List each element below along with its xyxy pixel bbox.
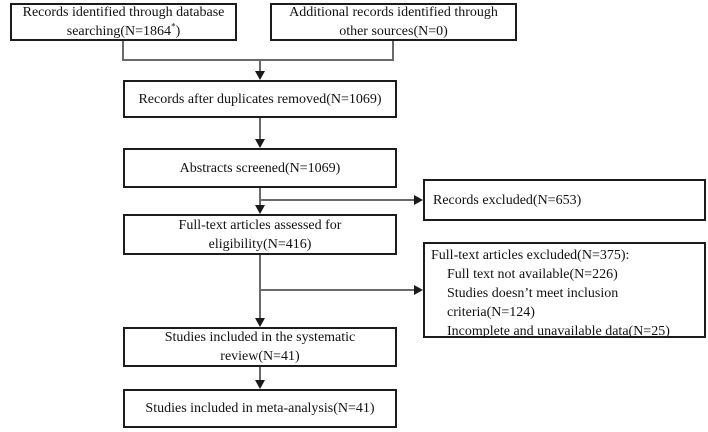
exclusion-reason: Full text not available(N=226) <box>447 267 618 282</box>
arrowhead-to-systematic-review <box>255 318 265 327</box>
box-text-line: Records after duplicates removed(N=1069) <box>138 91 382 107</box>
box-systematic-review-included: Studies included in the systematic revie… <box>123 327 397 367</box>
arrowhead-to-fulltext-assessed <box>255 205 265 214</box>
arrowhead-to-meta-analysis <box>255 380 265 389</box>
arrowhead-to-fulltext-excluded <box>414 285 423 295</box>
box-fulltext-excluded: Full-text articles excluded(N=375): Full… <box>423 242 706 339</box>
box-records-identified-database: Records identified through database sear… <box>10 3 237 41</box>
box-text-line: Abstracts screened(N=1069) <box>179 160 341 176</box>
superscript-asterisk: * <box>171 21 176 32</box>
connector-branch-records-excluded <box>259 199 416 201</box>
arrowhead-to-records-excluded <box>414 195 423 205</box>
connector-from-other-sources-box <box>392 41 394 59</box>
box-text-line: searching(N=1864*) <box>67 22 180 41</box>
box-text-line: review(N=41) <box>220 349 300 364</box>
box-text-line: Additional records identified through <box>289 5 498 20</box>
box-fulltext-assessed: Full-text articles assessed for eligibil… <box>123 214 397 255</box>
box-text-segment: searching(N=1864 <box>66 24 172 39</box>
box-records-excluded: Records excluded(N=653) <box>423 179 706 221</box>
arrowhead-to-duplicates-removed <box>255 71 265 80</box>
box-additional-records-other-sources: Additional records identified through ot… <box>270 3 517 41</box>
box-text-line: eligibility(N=416) <box>208 236 312 252</box>
box-text-line: Studies included in meta-analysis(N=41) <box>145 401 375 416</box>
connector-from-database-box <box>122 41 124 59</box>
connector-fulltext-to-systematic <box>259 255 261 320</box>
box-duplicates-removed: Records after duplicates removed(N=1069) <box>123 80 397 118</box>
box-meta-analysis-included: Studies included in meta-analysis(N=41) <box>123 389 397 428</box>
arrowhead-to-abstracts-screened <box>255 139 265 148</box>
exclusion-reason: Studies doesn’t meet inclusion criteria(… <box>447 286 619 320</box>
connector-merge-drop <box>259 59 261 73</box>
box-text-line: Records excluded(N=653) <box>433 192 582 208</box>
exclusion-title: Full-text articles excluded(N=375): <box>431 248 630 263</box>
connector-abstracts-to-fulltext <box>259 188 261 207</box>
box-abstracts-screened: Abstracts screened(N=1069) <box>123 148 397 188</box>
connector-merge-bar <box>122 59 394 61</box>
connector-branch-fulltext-excluded <box>259 289 416 291</box>
box-text-line: Full-text articles assessed for <box>178 217 342 233</box>
connector-duplicates-to-abstracts <box>259 118 261 141</box>
box-text-line: Records identified through database <box>22 5 225 20</box>
box-text-line: Studies included in the systematic <box>164 330 356 345</box>
box-text-line: other sources(N=0) <box>339 24 448 39</box>
exclusion-reason: Incomplete and unavailable data(N=25) <box>447 324 670 339</box>
box-text-segment: ) <box>175 24 181 39</box>
connector-systematic-to-meta <box>259 367 261 383</box>
